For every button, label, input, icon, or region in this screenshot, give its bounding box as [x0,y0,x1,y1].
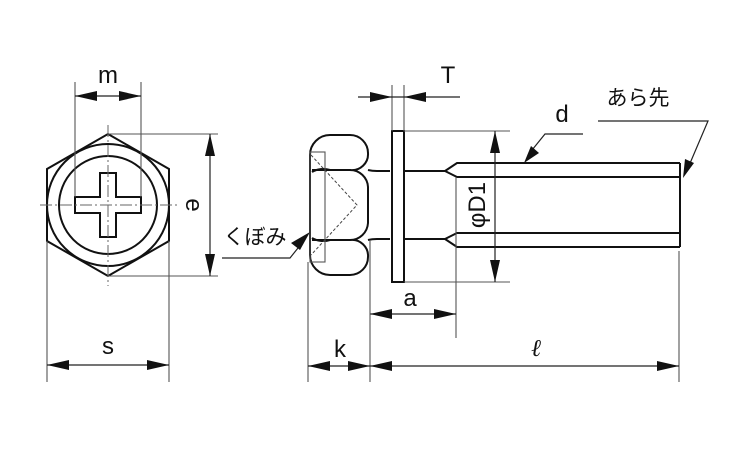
arrow-icon [524,146,539,163]
arrow-icon [370,309,392,319]
m-label: m [98,62,118,89]
recess-label: くぼみ [224,225,287,249]
neck-fillet-bottom [367,238,390,241]
thread-end-label: あら先 [607,86,670,110]
arrow-icon [404,92,426,102]
arrow-icon [308,361,330,371]
arrow-icon [683,159,694,178]
arrow-icon [205,254,215,276]
e-label: e [180,198,207,211]
d-label: d [555,101,568,128]
s-label: s [102,333,114,360]
washer-flange [391,130,405,283]
arrow-icon [370,361,392,371]
arrow-icon [490,131,500,153]
hex-head-side-outline [309,134,370,276]
arrow-icon [75,91,97,101]
arrow-icon [147,360,169,370]
side-view: T φD1 d あら先 くぼみ a k [222,62,709,382]
arrow-icon [370,92,392,102]
k-label: k [334,336,347,363]
arrow-icon [119,91,141,101]
recess-hidden-rect [309,151,326,263]
front-view: m e s [40,62,218,382]
recess-hidden-cone [310,154,358,256]
arrow-icon [434,309,456,319]
d-leader-line [527,133,583,156]
thread-start-bottom [444,232,680,240]
arrow-icon [47,360,69,370]
T-label: T [441,62,456,89]
thread-start-top [444,162,680,172]
thread-end-leader-line [598,120,709,169]
l-label: ℓ [531,334,541,362]
D1-label: φD1 [464,182,491,228]
arrow-icon [348,361,370,371]
arrow-icon [490,260,500,282]
a-label: a [403,285,417,312]
arrow-icon [657,361,679,371]
arrow-icon [291,232,310,250]
neck-fillet-top [367,169,390,173]
arrow-icon [205,134,215,156]
